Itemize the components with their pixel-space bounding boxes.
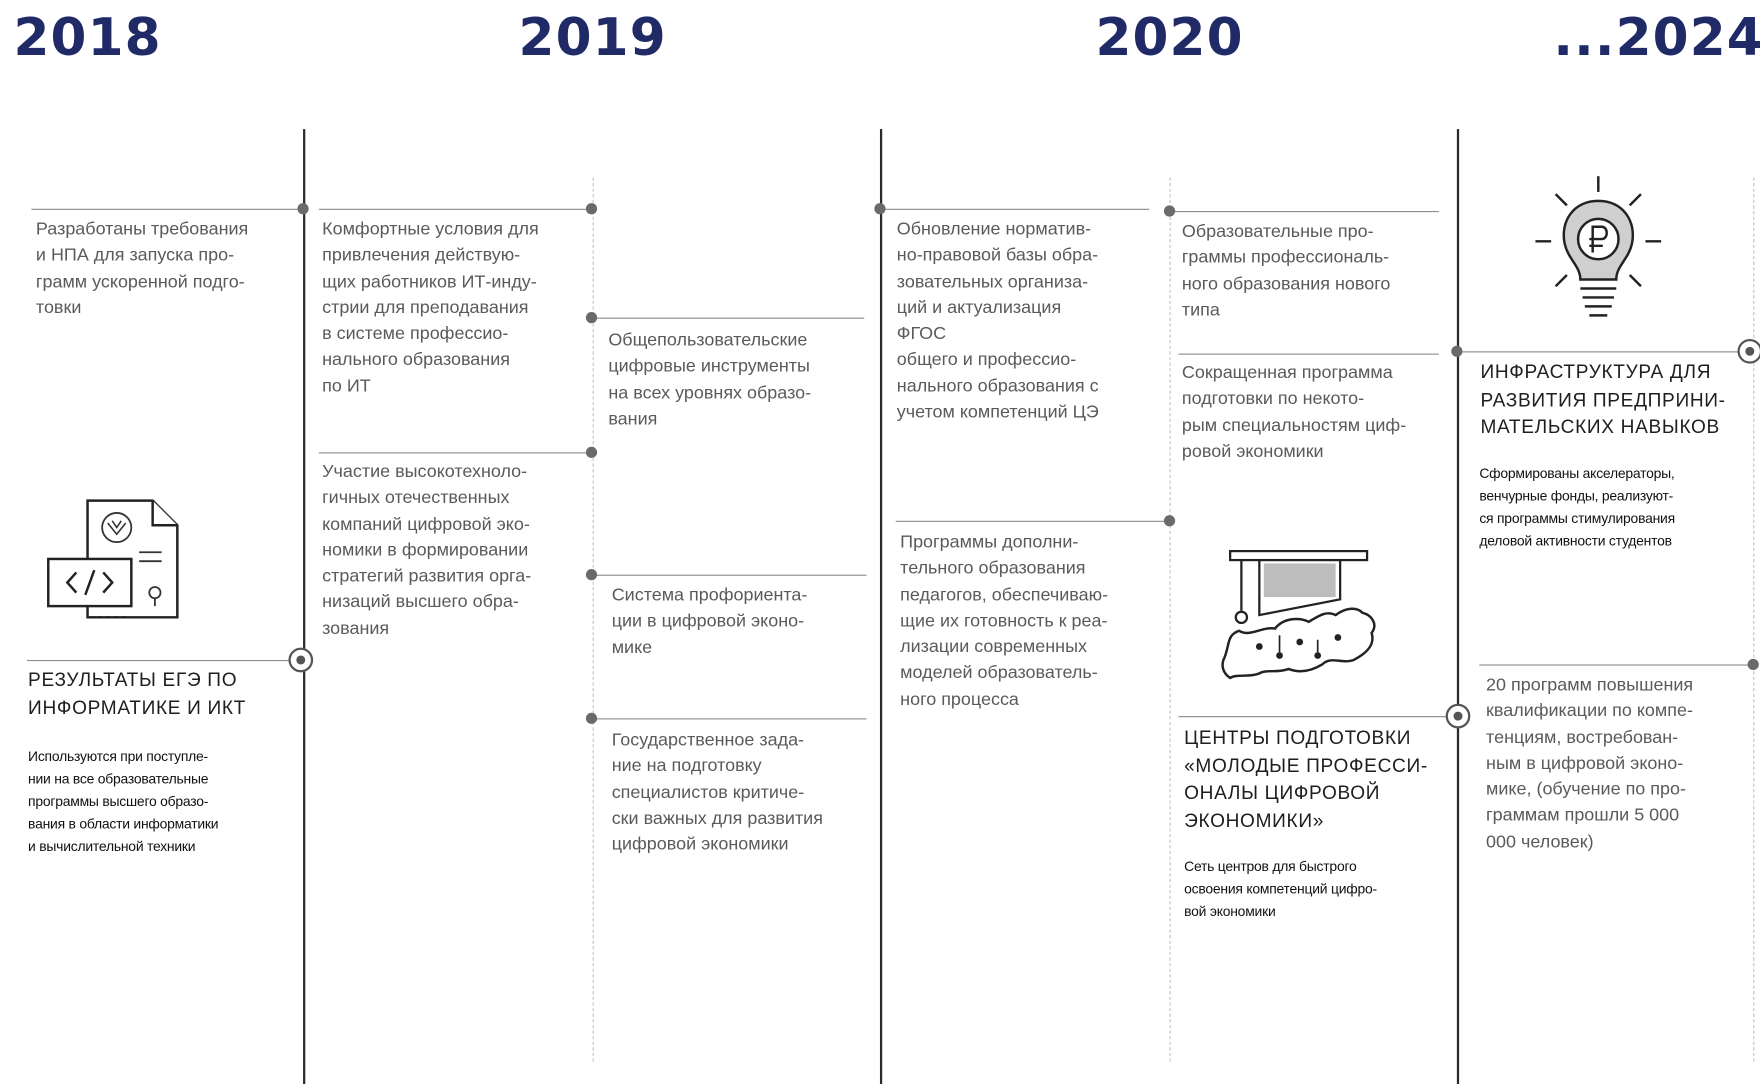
connector — [1456, 351, 1742, 353]
timeline-dot — [297, 203, 309, 215]
document-code-icon — [47, 499, 179, 619]
connector — [1178, 716, 1457, 718]
divider-2019-2020 — [879, 129, 883, 1084]
connector — [318, 208, 593, 210]
item-hitech-companies: Участие высокотехноло- гичных отечествен… — [322, 462, 532, 639]
sub-divider-2024 — [1753, 177, 1755, 1062]
year-2019: 2019 — [518, 6, 667, 68]
item-teacher-programs: Программы дополни- тельного образования … — [900, 533, 1109, 710]
item-exam-title: РЕЗУЛЬТАТЫ ЕГЭ ПО ИНФОРМАТИКЕ И ИКТ — [28, 668, 247, 718]
year-2018: 2018 — [13, 6, 162, 68]
timeline-dot — [1451, 345, 1463, 357]
timeline-dot — [874, 203, 886, 215]
connector — [1479, 664, 1754, 666]
item-requirements: Разработаны требования и НПА для запуска… — [35, 219, 249, 318]
item-comfort-conditions: Комфортные условия для привлечения дейст… — [322, 219, 539, 396]
item-digital-tools: Общепользовательские цифровые инструмент… — [608, 331, 812, 429]
sub-divider-2019 — [592, 177, 594, 1062]
connector — [592, 718, 867, 720]
timeline-dot — [585, 712, 598, 724]
item-career-guidance: Система профориента- ции в цифровой экон… — [611, 585, 808, 658]
connector — [1178, 353, 1439, 355]
timeline-dot — [1163, 205, 1176, 217]
sub-divider-2020 — [1169, 177, 1171, 1062]
connector — [879, 208, 1150, 210]
divider-2018-2019 — [303, 129, 306, 1084]
milestone-ring — [1737, 338, 1760, 364]
item-qualification-programs: 20 программ повышения квалификации по ко… — [1486, 675, 1694, 852]
item-infrastructure-description: Сформированы акселераторы, венчурные фон… — [1479, 465, 1675, 549]
graduation-cap-russia-map-icon — [1221, 549, 1376, 680]
item-short-program: Сокращенная программа подготовки по неко… — [1181, 363, 1407, 462]
connector — [895, 520, 1170, 522]
timeline-dot — [585, 312, 598, 324]
connector — [31, 208, 304, 210]
connector — [26, 659, 292, 662]
connector — [318, 452, 593, 454]
lightbulb-ruble-icon — [1535, 176, 1662, 317]
timeline-dot — [585, 203, 598, 215]
item-normative-base: Обновление норматив- но-правовой базы об… — [896, 219, 1099, 423]
connector — [592, 574, 867, 576]
timeline-dot — [1163, 515, 1176, 527]
connector — [1169, 211, 1439, 213]
milestone-ring — [288, 647, 314, 673]
timeline-dot — [1747, 658, 1759, 671]
year-2020: 2020 — [1095, 6, 1244, 68]
milestone-ring — [1445, 703, 1471, 729]
item-state-assignment: Государственное зада- ние на подготовку … — [611, 730, 823, 855]
item-centers-description: Сеть центров для быстрого освоения компе… — [1184, 858, 1377, 920]
connector — [592, 317, 865, 319]
year-2024: ...2024 — [1553, 6, 1760, 68]
item-exam-description: Используются при поступле- нии на все об… — [28, 748, 219, 855]
timeline-dot — [585, 446, 598, 458]
item-centers-title: ЦЕНТРЫ ПОДГОТОВКИ «МОЛОДЫЕ ПРОФЕССИ- ОНА… — [1184, 727, 1428, 832]
item-new-type-programs: Образовательные про- граммы профессионал… — [1181, 222, 1391, 320]
divider-2020-2024 — [1456, 129, 1460, 1084]
timeline-dot — [585, 569, 598, 581]
item-infrastructure-title: ИНФРАСТРУКТУРА ДЛЯ РАЗВИТИЯ ПРЕДПРИНИ- М… — [1480, 361, 1726, 438]
